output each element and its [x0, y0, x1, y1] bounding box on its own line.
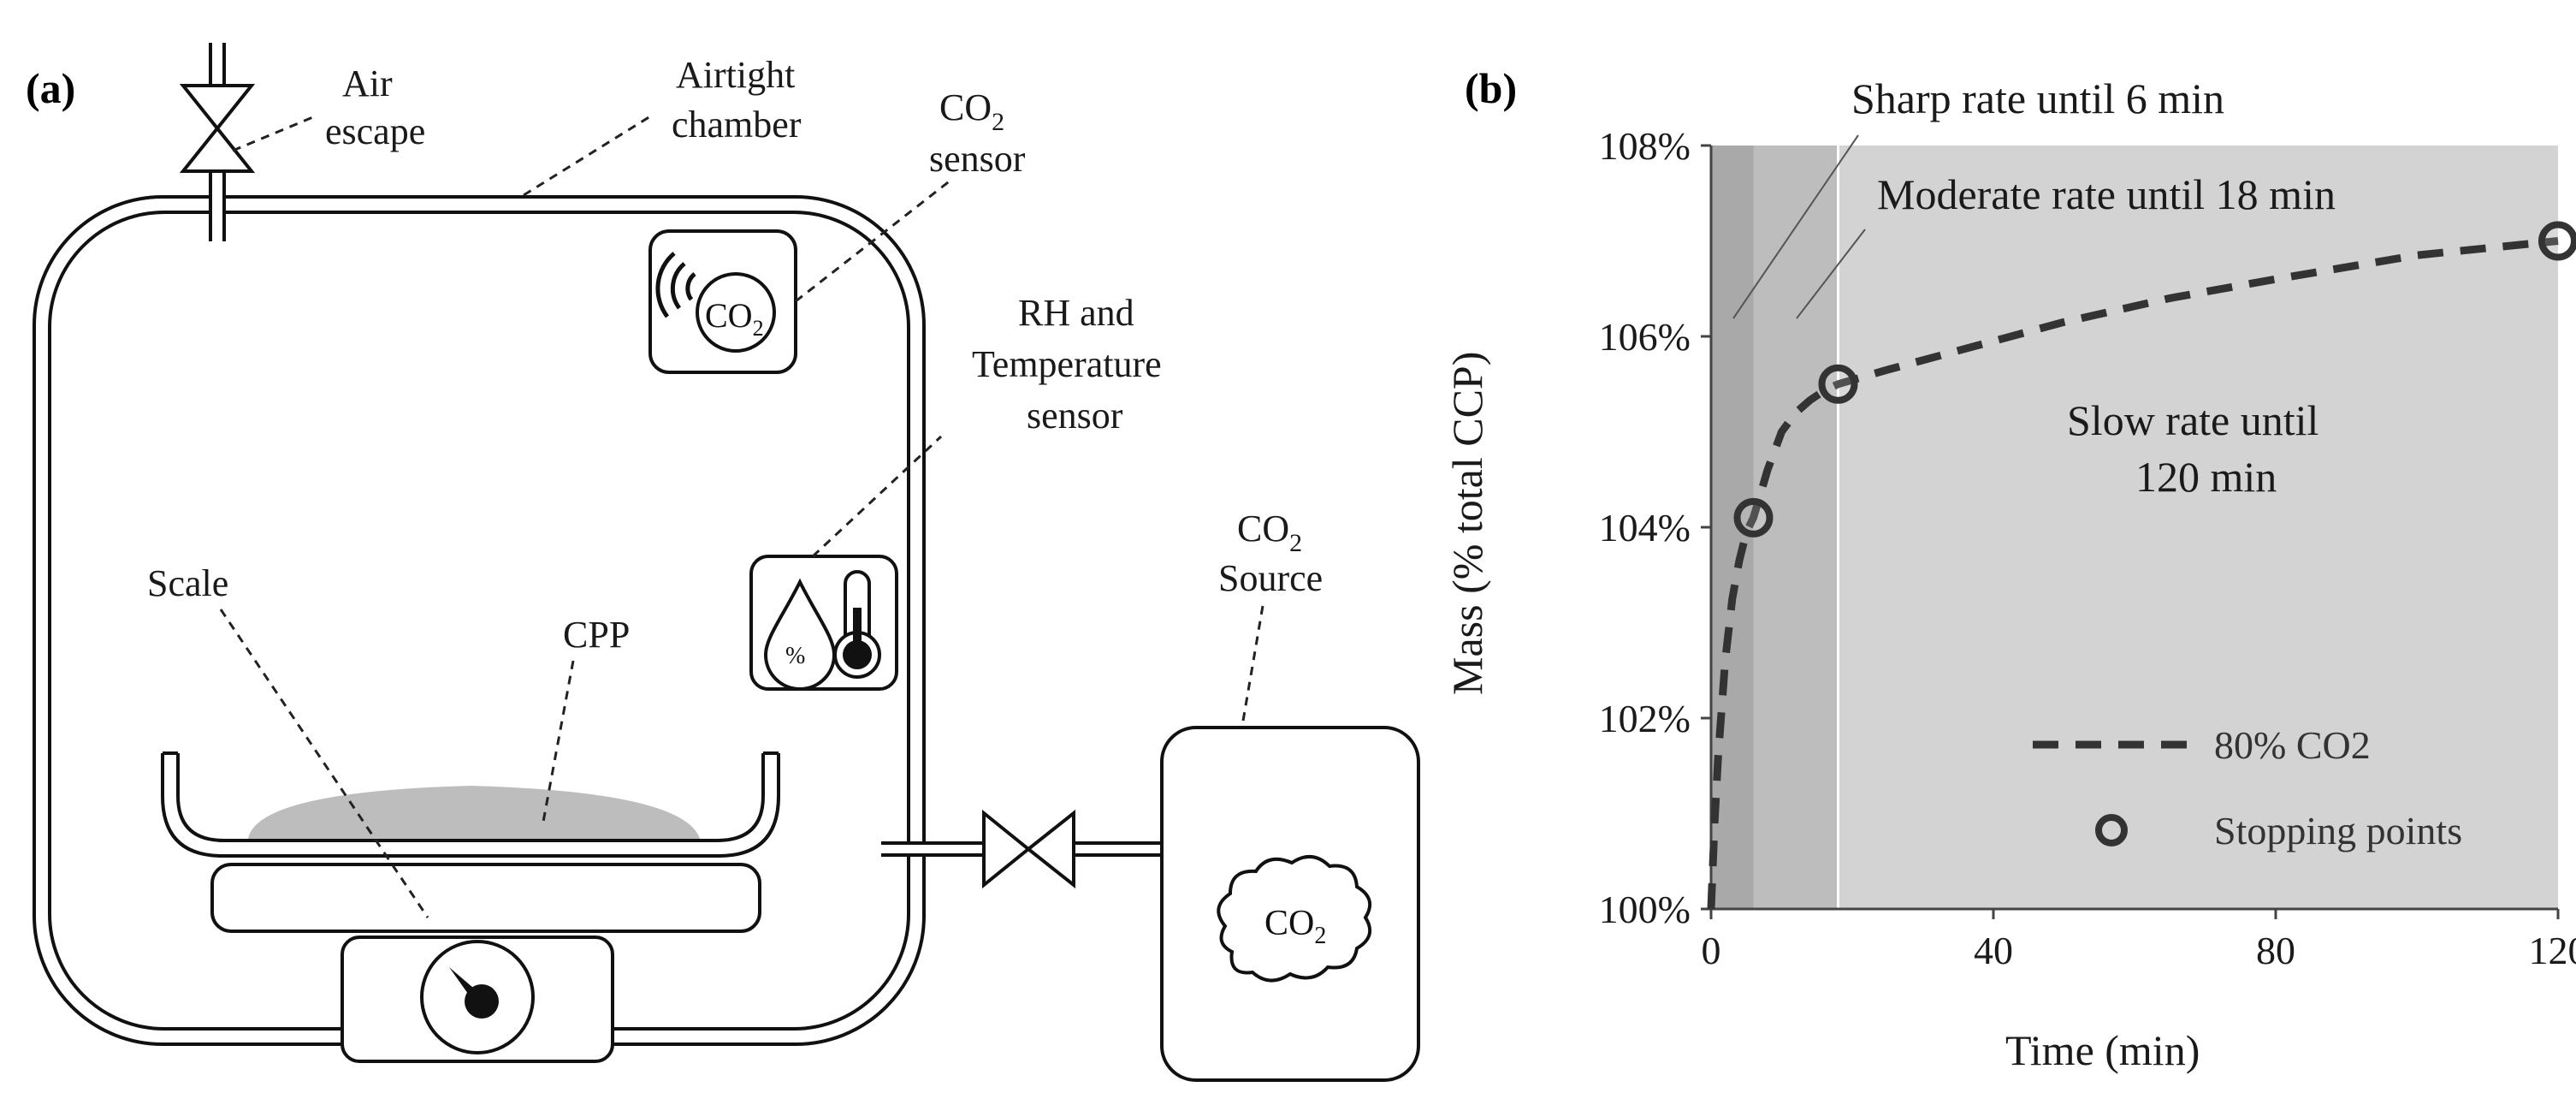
scale-dial-icon — [420, 940, 535, 1054]
x-tick-label: 40 — [1974, 929, 2013, 972]
y-tick-label: 104% — [1599, 506, 1691, 549]
y-tick-label: 106% — [1599, 315, 1691, 359]
co2-source-icon-text: CO2 — [1264, 904, 1326, 949]
rh-temperature-sensor-leader — [811, 435, 943, 558]
legend: 80% CO2 Stopping points — [2033, 723, 2462, 852]
slow-rate-annotation: Slow rate until 120 min — [2067, 396, 2330, 501]
scale-platform — [210, 863, 761, 933]
airtight-chamber-label: Airtight chamber — [672, 54, 804, 146]
sample-tray — [161, 751, 780, 858]
wireless-signal-icon — [655, 252, 696, 318]
air-escape-label: Air escape — [325, 62, 425, 152]
sharp-rate-annotation: Sharp rate until 6 min — [1851, 74, 2224, 122]
x-tick-label: 120 — [2529, 929, 2576, 972]
y-tick-label: 100% — [1599, 888, 1691, 931]
co2-source-tank: CO2 — [1160, 726, 1420, 1082]
stopping-point-marker — [1733, 497, 1774, 538]
stopping-point-marker — [1818, 364, 1858, 404]
y-tick-label: 108% — [1599, 124, 1691, 168]
x-ticks: 0 40 80 120 — [1702, 909, 2576, 972]
y-tick-label: 102% — [1599, 697, 1691, 740]
gas-cloud-icon — [1217, 855, 1372, 983]
thermometer-icon — [833, 570, 881, 679]
panel-a-label: (a) — [26, 64, 75, 112]
panel-a: (a) Air escape Airtight chamber — [26, 43, 1420, 1082]
y-axis-title: Mass (% total CCP) — [1443, 352, 1491, 695]
co2-sensor-label: CO2 sensor — [929, 86, 1026, 180]
moderate-rate-leader — [1796, 229, 1866, 319]
humidity-drop-icon — [763, 578, 837, 691]
cpp-sample — [248, 786, 700, 839]
stopping-point-marker — [2538, 221, 2576, 261]
co2-sensor-icon-text: CO2 — [705, 296, 764, 341]
percent-icon-text: % — [785, 643, 805, 669]
scale-label: Scale — [147, 562, 228, 604]
legend-label-markers: Stopping points — [2214, 809, 2462, 852]
co2-source-label: CO2 Source — [1218, 508, 1323, 599]
y-ticks: 100% 102% 104% 106% 108% — [1599, 124, 1711, 931]
co2-sensor: CO2 — [648, 229, 797, 374]
panel-b-label: (b) — [1465, 64, 1517, 112]
legend-marker-swatch — [2095, 814, 2128, 846]
region-band-0 — [1711, 146, 1754, 909]
cpp-label: CPP — [563, 614, 630, 656]
gas-valve — [982, 809, 1075, 889]
sharp-rate-leader — [1732, 134, 1859, 319]
region-band-2 — [1838, 146, 2558, 909]
stopping-point-markers — [1733, 221, 2576, 538]
legend-label-series: 80% CO2 — [2214, 723, 2371, 767]
rate-regions — [1711, 146, 2558, 909]
moderate-rate-annotation: Moderate rate until 18 min — [1877, 170, 2336, 218]
x-tick-label: 0 — [1702, 929, 1721, 972]
x-tick-label: 80 — [2256, 929, 2295, 972]
rh-temperature-sensor: % — [749, 555, 898, 691]
rh-temperature-sensor-label: RH and Temperature sensor — [972, 292, 1171, 437]
cpp-leader — [542, 660, 575, 823]
scale-leader — [219, 609, 429, 918]
airtight-chamber-leader — [523, 115, 651, 197]
air-escape-leader — [232, 115, 316, 152]
panel-b: (b) Sharp rate until 6 min Moderate rate… — [1443, 64, 2576, 1074]
co2-source-leader — [1241, 605, 1264, 727]
co2-sensor-leader — [795, 178, 952, 303]
x-axis-title: Time (min) — [2005, 1026, 2200, 1074]
series-line-80-co2 — [1707, 237, 2559, 910]
